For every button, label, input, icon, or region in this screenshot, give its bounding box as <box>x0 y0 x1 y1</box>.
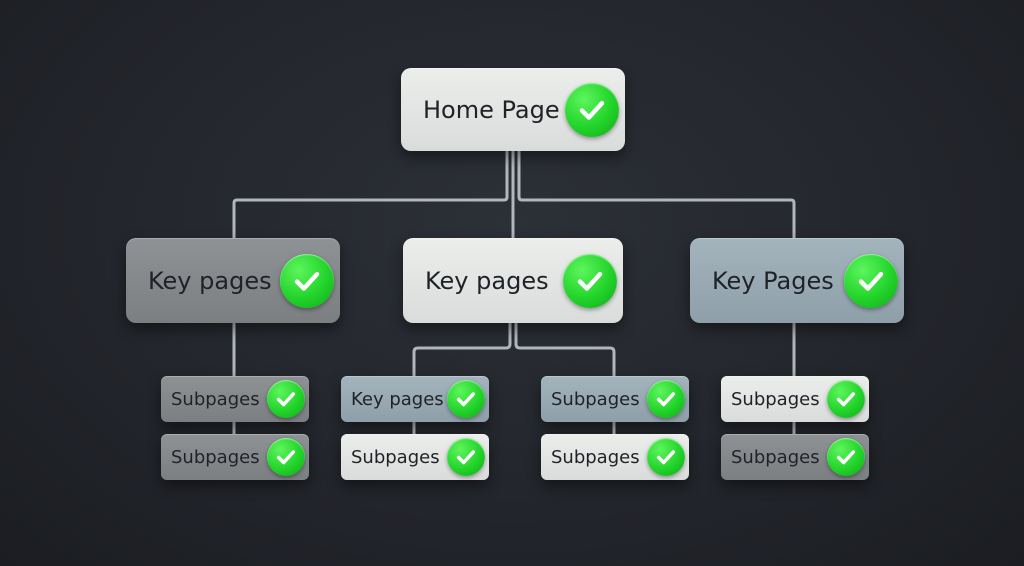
subpage-node[interactable]: Subpages <box>721 434 869 480</box>
check-icon <box>267 380 305 418</box>
check-icon <box>647 380 685 418</box>
subpage-label: Subpages <box>551 446 640 468</box>
key-pages-node-left[interactable]: Key pages <box>126 238 340 323</box>
key-pages-label: Key pages <box>148 266 272 295</box>
subpage-node[interactable]: Subpages <box>541 376 689 422</box>
check-icon <box>280 253 334 308</box>
check-icon <box>267 438 305 476</box>
subpage-node[interactable]: Subpages <box>341 434 489 480</box>
connector-middle-fork-left <box>412 320 512 480</box>
home-page-label: Home Page <box>423 95 560 124</box>
subpage-label: Subpages <box>351 446 440 468</box>
subpage-node[interactable]: Subpages <box>161 376 309 422</box>
check-icon <box>827 438 865 476</box>
check-icon <box>647 438 685 476</box>
check-icon <box>447 438 485 476</box>
check-icon <box>565 82 619 137</box>
key-page-child-node[interactable]: Key pages <box>341 376 489 422</box>
connector-middle-fork-right <box>514 320 616 480</box>
check-icon <box>563 253 617 308</box>
subpage-node[interactable]: Subpages <box>161 434 309 480</box>
subpage-label: Subpages <box>731 446 820 468</box>
subpage-label: Subpages <box>731 388 820 410</box>
subpage-label: Subpages <box>171 446 260 468</box>
key-pages-node-right[interactable]: Key Pages <box>690 238 904 323</box>
key-pages-label: Key pages <box>351 388 444 410</box>
subpage-node[interactable]: Subpages <box>541 434 689 480</box>
check-icon <box>844 253 898 308</box>
key-pages-node-middle[interactable]: Key pages <box>403 238 623 323</box>
check-icon <box>447 380 485 418</box>
subpage-node[interactable]: Subpages <box>721 376 869 422</box>
home-page-node[interactable]: Home Page <box>401 68 625 151</box>
key-pages-label: Key pages <box>425 266 549 295</box>
key-pages-label: Key Pages <box>712 266 834 295</box>
connector-root-right <box>517 148 796 240</box>
subpage-label: Subpages <box>551 388 640 410</box>
subpage-label: Subpages <box>171 388 260 410</box>
check-icon <box>827 380 865 418</box>
connector-root-left <box>232 148 509 240</box>
